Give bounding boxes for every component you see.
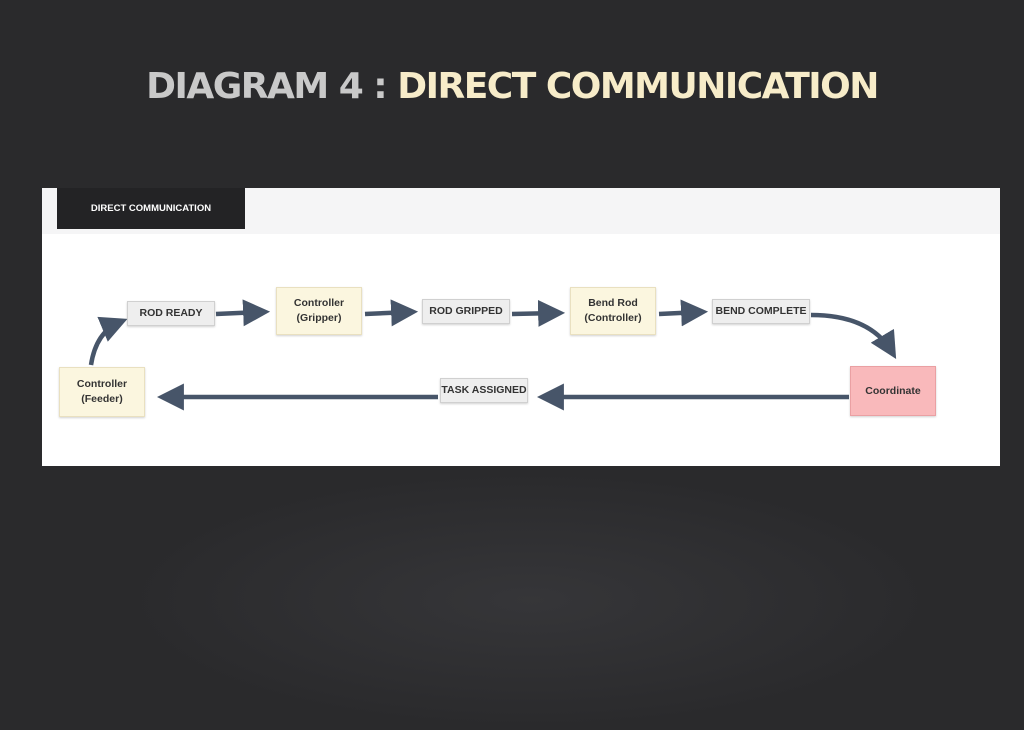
node-coordinate-label: Coordinate bbox=[865, 384, 921, 397]
arrow-gripper-to-rod-gripped bbox=[364, 299, 419, 327]
node-bend-rod: Bend Rod (Controller) bbox=[570, 287, 656, 335]
diagram-panel: DIRECT COMMUNICATION bbox=[42, 188, 1000, 466]
label-bend-complete: BEND COMPLETE bbox=[712, 299, 810, 324]
tab-direct-communication[interactable]: DIRECT COMMUNICATION bbox=[57, 188, 245, 229]
node-coordinate: Coordinate bbox=[850, 366, 936, 416]
arrow-feeder-to-rod-ready bbox=[88, 316, 128, 366]
title-prefix: DIAGRAM 4 : bbox=[146, 66, 398, 107]
node-controller-feeder-label: Controller (Feeder) bbox=[76, 378, 128, 405]
panel-header: DIRECT COMMUNICATION bbox=[42, 188, 1000, 234]
flow-arrows bbox=[88, 299, 897, 411]
node-bend-rod-label: Bend Rod (Controller) bbox=[584, 297, 642, 324]
arrow-rod-ready-to-gripper bbox=[215, 299, 271, 327]
label-rod-gripped: ROD GRIPPED bbox=[422, 299, 510, 324]
label-task-assigned-text: TASK ASSIGNED bbox=[441, 384, 527, 396]
label-bend-complete-text: BEND COMPLETE bbox=[715, 305, 807, 317]
label-rod-gripped-text: ROD GRIPPED bbox=[429, 305, 503, 317]
label-rod-ready-text: ROD READY bbox=[139, 307, 203, 319]
page-title: DIAGRAM 4 : DIRECT COMMUNICATION bbox=[0, 66, 1024, 107]
node-controller-gripper-label: Controller (Gripper) bbox=[293, 297, 345, 324]
label-rod-ready: ROD READY bbox=[127, 301, 215, 326]
arrow-rod-gripped-to-bend-rod bbox=[511, 299, 566, 327]
node-controller-gripper: Controller (Gripper) bbox=[276, 287, 362, 335]
label-task-assigned: TASK ASSIGNED bbox=[440, 378, 528, 403]
title-highlight: DIRECT COMMUNICATION bbox=[397, 66, 879, 107]
arrow-bend-rod-to-bend-complete bbox=[658, 299, 709, 327]
node-controller-feeder: Controller (Feeder) bbox=[59, 367, 145, 417]
arrow-bend-complete-to-coordinate bbox=[810, 312, 897, 359]
